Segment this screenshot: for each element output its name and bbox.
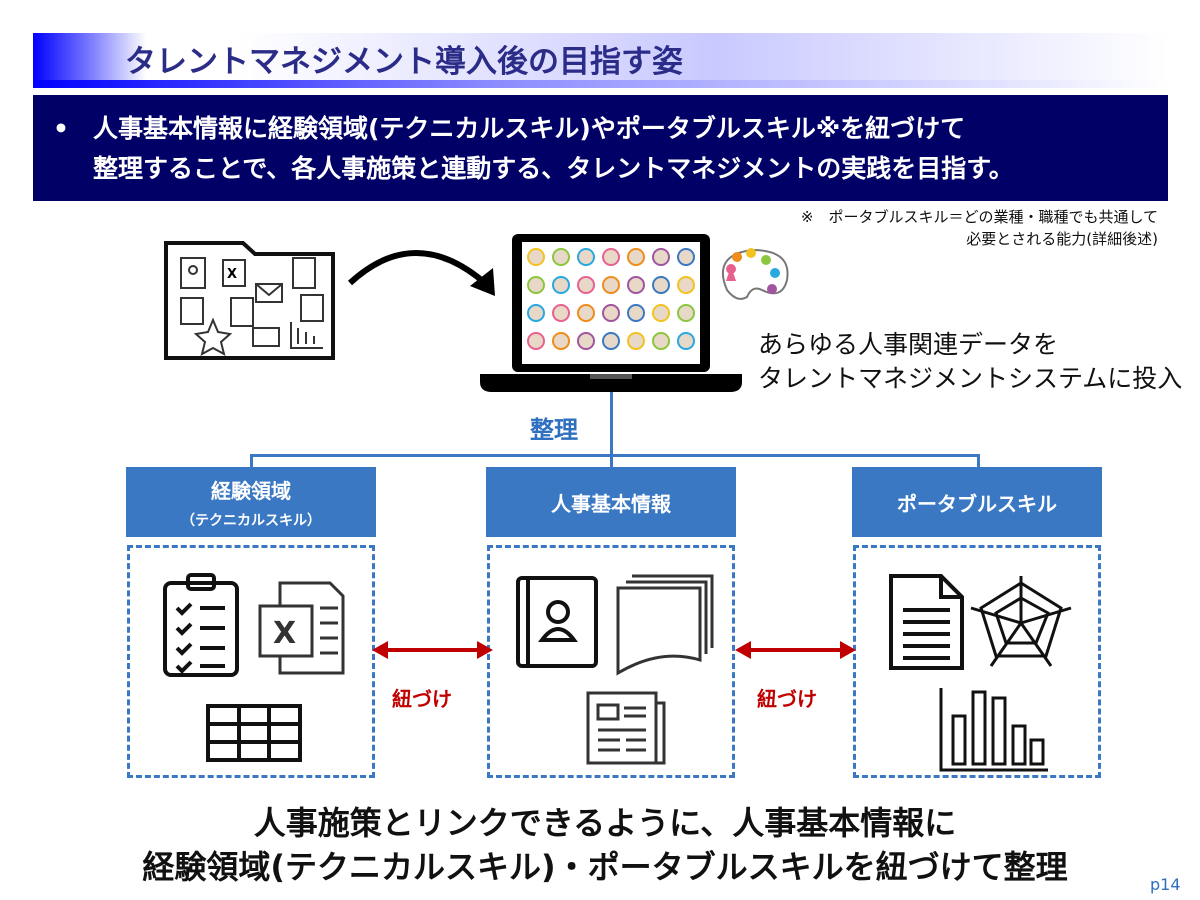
avatar-thumbnail	[602, 276, 620, 294]
excel-x-icon: X	[273, 616, 296, 651]
category-header-technical: 経験領域 （テクニカルスキル）	[126, 467, 376, 537]
bar-chart-icon	[939, 688, 1048, 772]
avatar-thumbnail	[602, 304, 620, 322]
avatar-thumbnail	[677, 248, 695, 266]
link-arrow-left	[372, 641, 493, 659]
avatar-thumbnail	[652, 248, 670, 266]
category-header-portable: ポータブルスキル	[852, 467, 1102, 537]
avatar-thumbnail	[652, 276, 670, 294]
avatar-thumbnail	[552, 276, 570, 294]
folder-icon: X	[164, 241, 335, 360]
description-line: あらゆる人事関連データを	[758, 330, 1059, 359]
clipboard-checklist-icon	[163, 573, 239, 677]
category-title: 経験領域	[211, 478, 291, 503]
avatar-thumbnail	[602, 332, 620, 350]
contact-book-icon	[516, 576, 598, 668]
table-icon	[206, 704, 302, 762]
avatar-thumbnail	[652, 332, 670, 350]
excel-file-icon	[258, 581, 345, 675]
laptop-icon	[480, 234, 742, 392]
slide-title: タレントマネジメント導入後の目指す姿	[125, 44, 683, 80]
avatar-thumbnail	[627, 304, 645, 322]
page-number: p14	[1150, 875, 1181, 894]
avatar-thumbnail	[677, 332, 695, 350]
avatar-thumbnail	[677, 276, 695, 294]
organize-label: 整理	[530, 416, 578, 444]
title-bar	[33, 33, 1168, 88]
link-label: 紐づけ	[392, 687, 452, 711]
avatar-thumbnail	[652, 304, 670, 322]
conclusion-line: 人事施策とリンクできるように、人事基本情報に	[253, 804, 957, 842]
avatar-thumbnail	[602, 248, 620, 266]
footnote-line: ※ ポータブルスキル＝どの業種・職種でも共通して	[800, 208, 1158, 226]
connector-line	[977, 454, 980, 467]
avatar-thumbnail	[677, 304, 695, 322]
footnote: ※ ポータブルスキル＝どの業種・職種でも共通して 必要とされる能力(詳細後述)	[801, 206, 1158, 250]
portable-skill-box	[853, 545, 1101, 778]
avatar-thumbnail	[577, 276, 595, 294]
avatar-thumbnail	[627, 248, 645, 266]
avatar-thumbnail	[527, 332, 545, 350]
curved-arrow-icon	[347, 250, 495, 296]
svg-text:X: X	[227, 267, 237, 282]
avatar-thumbnail	[577, 248, 595, 266]
bullet: •	[53, 114, 69, 143]
technical-skill-box: X	[127, 545, 375, 778]
summary-line: 人事基本情報に経験領域(テクニカルスキル)やポータブルスキル※を紐づけて	[93, 114, 966, 143]
newspaper-icon	[586, 691, 666, 765]
avatar-thumbnail	[627, 276, 645, 294]
footnote-line: 必要とされる能力(詳細後述)	[966, 230, 1158, 248]
radar-chart-icon	[970, 576, 1072, 667]
conclusion-line: 経験領域(テクニカルスキル)・ポータブルスキルを紐づけて整理	[142, 848, 1068, 886]
link-label: 紐づけ	[757, 687, 817, 711]
category-title: 人事基本情報	[551, 491, 671, 516]
link-arrow-right	[735, 641, 856, 659]
avatar-thumbnail	[527, 304, 545, 322]
avatar-thumbnail	[577, 332, 595, 350]
stacked-pages-icon	[616, 574, 714, 676]
connector-line	[250, 454, 980, 457]
avatar-thumbnail	[552, 248, 570, 266]
avatar-thumbnail	[527, 276, 545, 294]
avatar-thumbnail	[552, 332, 570, 350]
basic-info-box	[487, 545, 735, 778]
avatar-thumbnail	[527, 248, 545, 266]
palette-icon	[722, 248, 789, 300]
category-subtitle: （テクニカルスキル）	[181, 512, 321, 529]
avatar-thumbnail	[577, 304, 595, 322]
connector-line	[250, 454, 253, 467]
summary-line: 整理することで、各人事施策と連動する、タレントマネジメントの実践を目指す。	[93, 154, 1014, 183]
description-line: タレントマネジメントシステムに投入	[758, 364, 1183, 393]
avatar-thumbnail	[552, 304, 570, 322]
avatar-thumbnail	[627, 332, 645, 350]
connector-line	[610, 392, 613, 467]
document-icon	[889, 574, 964, 670]
category-header-basic-info: 人事基本情報	[486, 467, 736, 537]
summary-box: • 人事基本情報に経験領域(テクニカルスキル)やポータブルスキル※を紐づけて 整…	[33, 95, 1168, 201]
category-title: ポータブルスキル	[897, 491, 1057, 516]
input-description: あらゆる人事関連データを タレントマネジメントシステムに投入	[758, 328, 1182, 396]
